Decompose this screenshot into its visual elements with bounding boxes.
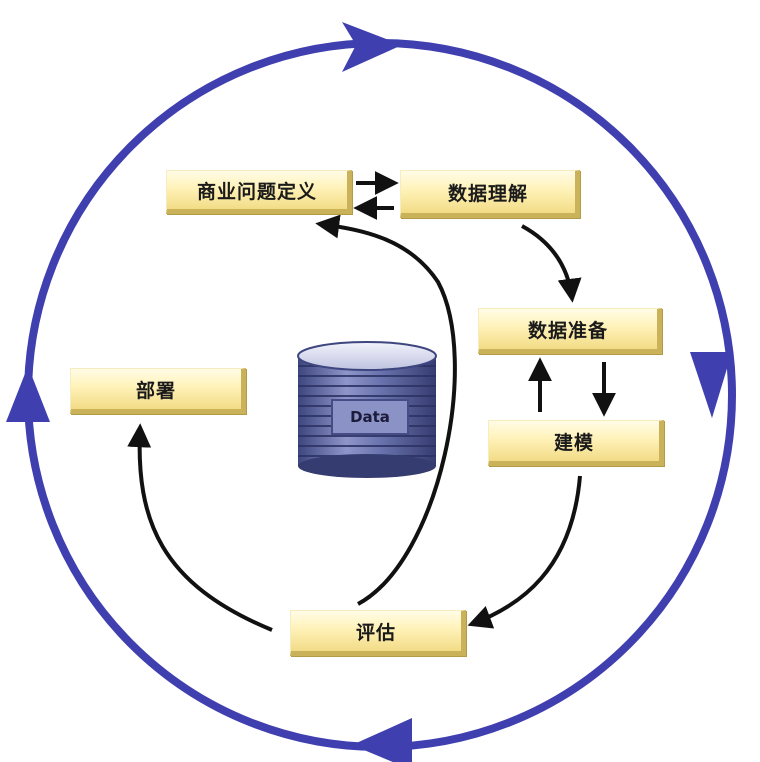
stage-deployment: 部署 xyxy=(70,368,246,414)
cycle-arrowhead-left xyxy=(6,366,50,422)
cycle-ring xyxy=(6,22,736,762)
cycle-arrowhead-bottom xyxy=(352,718,412,762)
stage-business-understanding: 商业问题定义 xyxy=(166,170,352,214)
cycle-arrowhead-right xyxy=(690,352,732,418)
stage-data-preparation: 数据准备 xyxy=(478,308,662,354)
stage-modeling: 建模 xyxy=(488,420,664,466)
arrow-evaluation-to-business xyxy=(315,214,457,606)
stage-evaluation: 评估 xyxy=(290,610,466,656)
data-cylinder-icon: Data xyxy=(297,341,437,478)
stage-data-understanding: 数据理解 xyxy=(400,170,580,218)
data-label: Data xyxy=(350,408,390,426)
flow-arrows xyxy=(127,171,616,632)
arrow-modeling-to-evaluation xyxy=(467,475,582,629)
arrow-data-understanding-to-data-prep xyxy=(521,224,582,303)
arrow-evaluation-to-deployment xyxy=(127,423,273,632)
cycle-arrowhead-top xyxy=(342,22,402,72)
